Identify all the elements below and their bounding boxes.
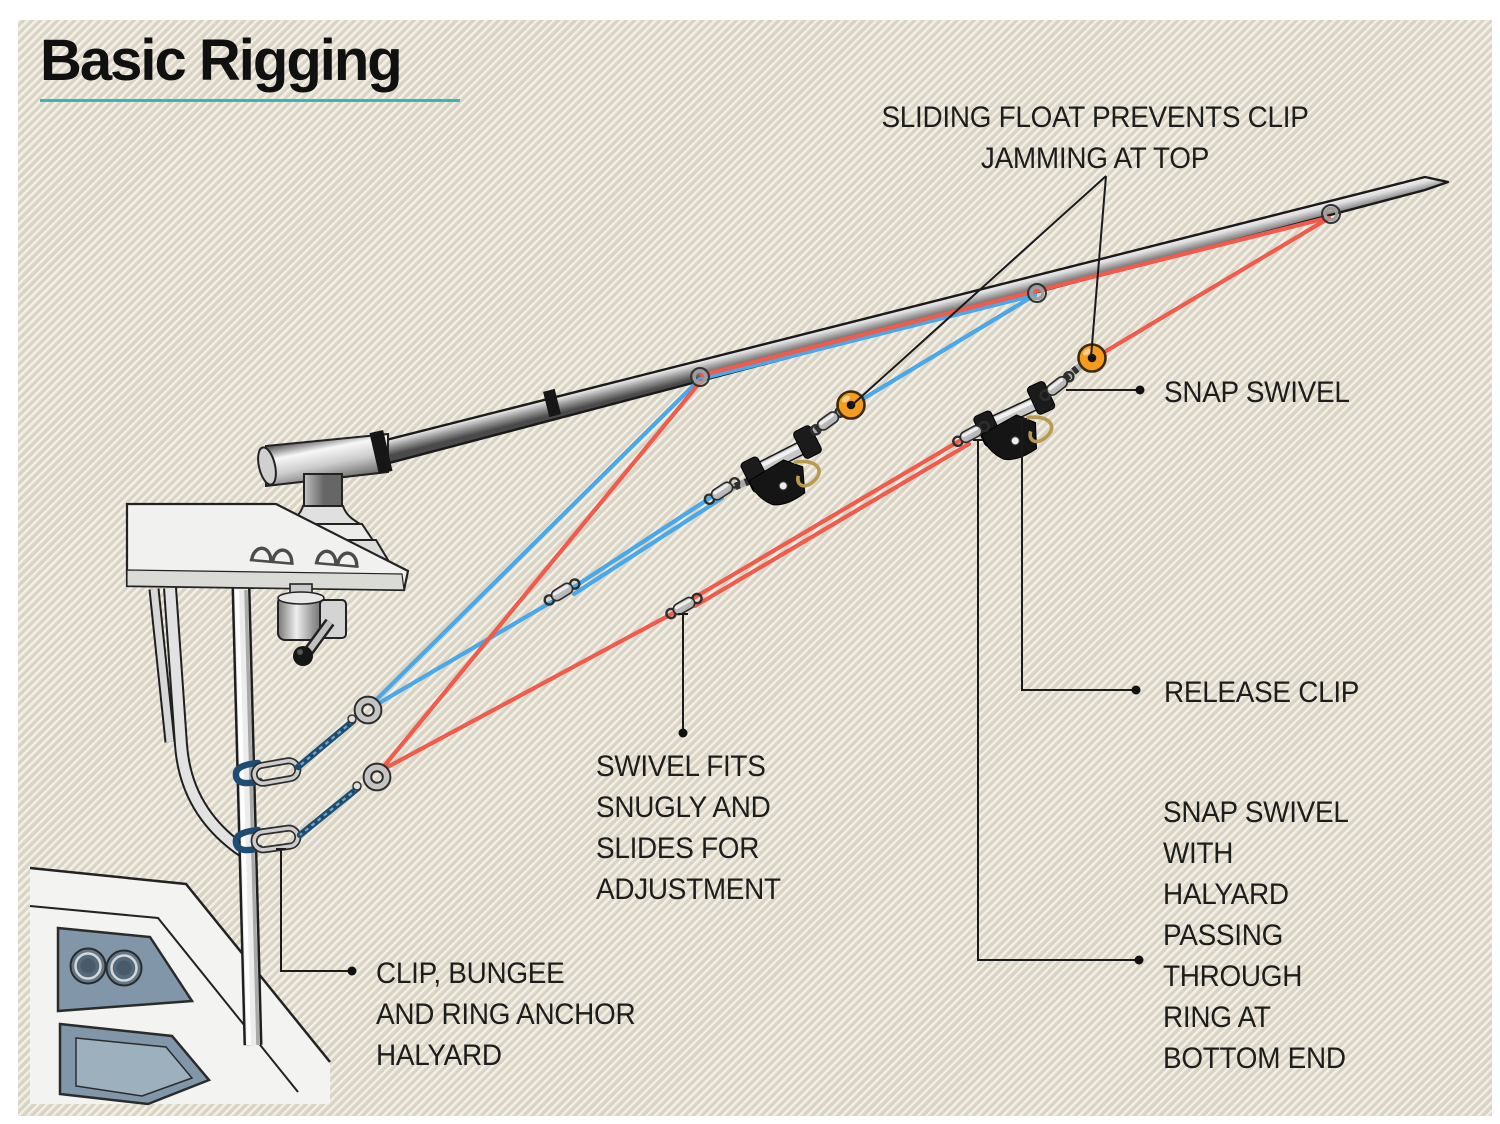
release-clip-icon [736, 422, 839, 517]
title-underline [40, 99, 460, 102]
mount-platform [125, 502, 410, 592]
pole-joint-band [543, 388, 561, 418]
label-release-clip: RELEASE CLIP [1164, 676, 1360, 709]
callout-leaders [276, 175, 1145, 976]
lever-knob [293, 646, 313, 666]
carabiner-icon [253, 759, 299, 784]
leader-snap-swivel [1066, 385, 1145, 395]
leader-release-clip [1017, 418, 1141, 695]
page-title: Basic Rigging [40, 28, 403, 93]
bungee-loop [232, 759, 264, 787]
halyard-loop-blue [369, 292, 1038, 709]
leader-sliding-float [850, 175, 1107, 407]
pole-holder [257, 429, 393, 488]
halyard-loop-red [377, 215, 1332, 774]
speaker-port-icon [69, 947, 107, 985]
label-swivel-adjustment: SWIVEL FITS SNUGLY AND SLIDES FOR ADJUST… [596, 750, 781, 906]
bungee-cord [296, 784, 362, 839]
hardtop-support-poles [148, 587, 263, 1046]
barrel-swivel-icon [701, 474, 743, 508]
label-snap-swivel-bottom: SNAP SWIVEL WITH HALYARD PASSING THROUGH… [1163, 796, 1349, 1075]
boat-hardtop [29, 866, 331, 1106]
bungee-anchor-upper [232, 697, 382, 787]
bungee-loop [232, 826, 264, 854]
anchor-ring-icon [355, 697, 382, 724]
locking-collar [277, 583, 347, 666]
bungee-anchor-lower [232, 764, 391, 854]
leader-swivel-adjustment [678, 613, 688, 738]
label-clip-bungee: CLIP, BUNGEE AND RING ANCHOR HALYARD [376, 957, 636, 1072]
cabin-window-lower [58, 1022, 212, 1106]
speaker-port-icon [105, 949, 143, 987]
title-block: Basic Rigging [40, 30, 460, 102]
background-texture [18, 20, 1492, 1116]
cabin-window-upper [56, 926, 195, 1013]
hardware [541, 343, 1107, 622]
anchor-ring-icon [364, 764, 391, 791]
label-snap-swivel: SNAP SWIVEL [1164, 376, 1350, 409]
carabiner-icon [253, 827, 299, 851]
label-sliding-float: SLIDING FLOAT PREVENTS CLIP JAMMING AT T… [881, 101, 1309, 175]
leader-snap-swivel-bottom [973, 439, 1144, 965]
leader-clip-bungee [276, 848, 357, 976]
